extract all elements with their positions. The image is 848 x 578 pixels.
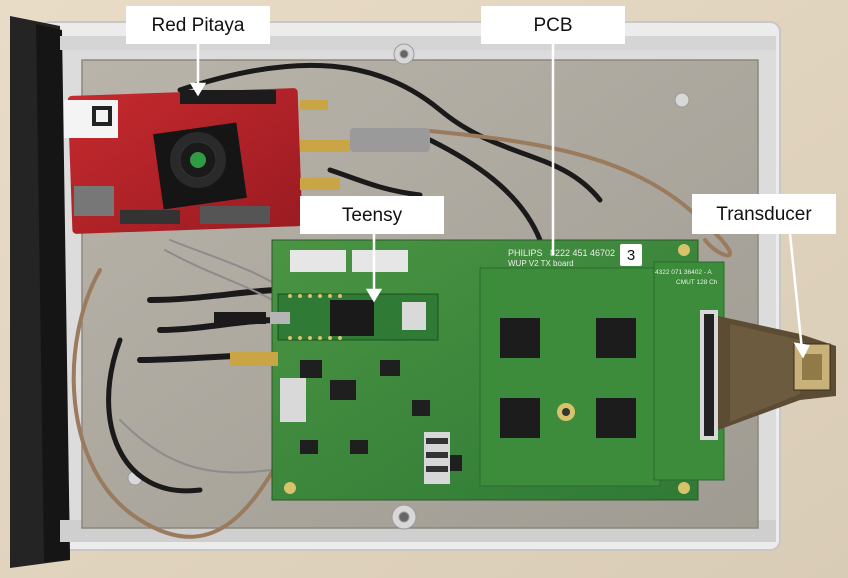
label-transducer: Transducer xyxy=(692,194,836,234)
leader-lines xyxy=(189,44,810,359)
cmut-connector-board: 4322 071 36402 - A CMUT 128 Ch xyxy=(653,261,725,481)
pcb-silk-board-name: WUP V2 TX board xyxy=(508,259,574,268)
pcb-silk-connector-id: 4322 071 36402 - A xyxy=(655,269,712,276)
label-teensy: Teensy xyxy=(300,196,444,234)
pcb-silk-connector-name: CMUT 128 Ch xyxy=(676,279,718,286)
standoffs xyxy=(127,43,690,530)
pcb-silk-part-number: 8222 451 46702 xyxy=(550,248,615,258)
pcb-board-index: 3 xyxy=(620,244,642,266)
pcb-silk-maker: PHILIPS xyxy=(508,248,543,258)
label-pcb: PCB xyxy=(481,6,625,44)
tx-board-pcb: PHILIPS 8222 451 46702 WUP V2 TX board xyxy=(230,239,699,501)
teensy-board xyxy=(214,293,439,341)
label-red-pitaya: Red Pitaya xyxy=(126,6,270,44)
red-pitaya-board xyxy=(64,88,430,234)
